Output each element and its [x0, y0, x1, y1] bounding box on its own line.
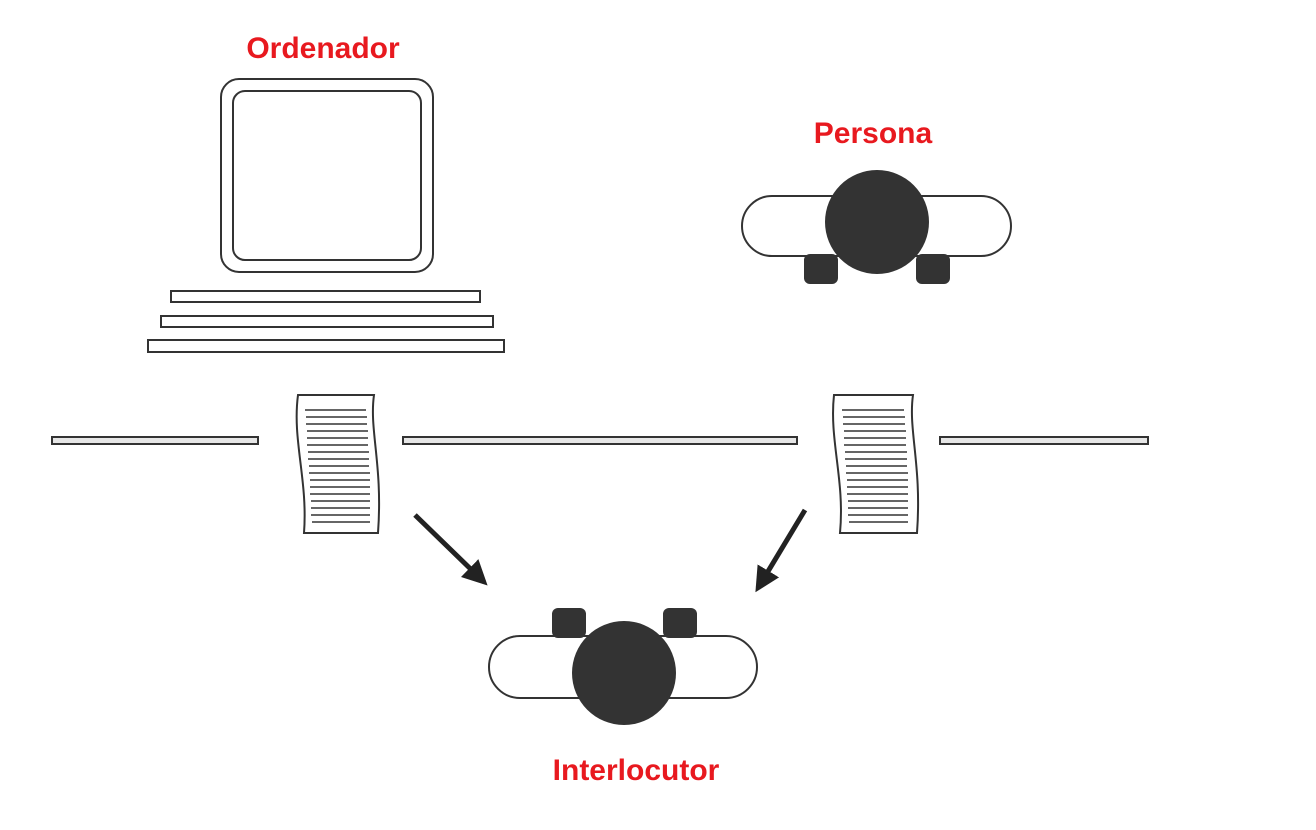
interlocutor-icon — [488, 608, 758, 725]
label-interlocutor: Interlocutor — [553, 754, 720, 787]
arrow-down-left-icon — [755, 508, 808, 593]
paper-sheet-icon — [832, 394, 920, 534]
arrow-down-right-icon — [413, 513, 488, 586]
wall-divider — [51, 436, 1149, 445]
paper-sheet-icon — [295, 394, 381, 534]
person-icon — [741, 170, 1012, 284]
label-person: Persona — [814, 117, 933, 150]
label-computer: Ordenador — [246, 32, 400, 65]
computer-icon — [147, 78, 505, 353]
